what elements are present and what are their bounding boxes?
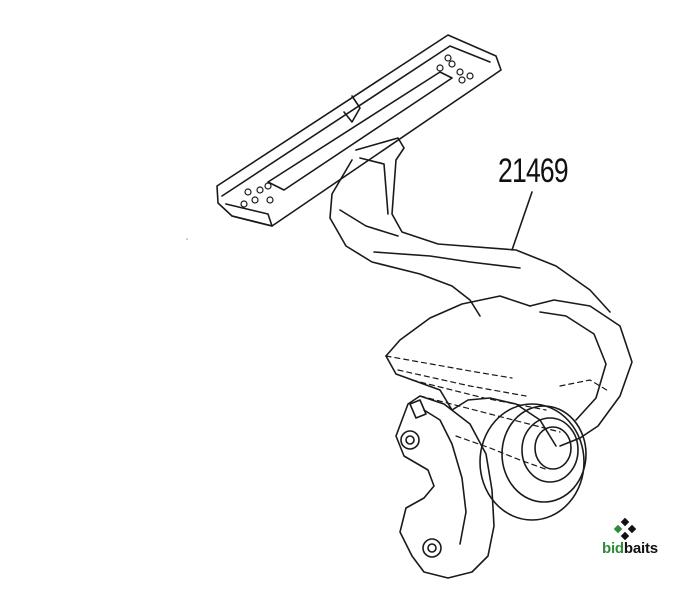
reel-foot-plate [216, 34, 502, 227]
bidbaits-logo-icon [613, 517, 637, 541]
logo-text-bid: bid [602, 540, 624, 557]
bidbaits-logo-text: bidbaits [602, 540, 658, 557]
stray-mark [186, 238, 188, 240]
logo-text-baits: baits [623, 540, 658, 557]
leader-line [511, 191, 533, 251]
reel-body-housing [385, 295, 633, 447]
reel-side-frame [395, 395, 495, 579]
spool-ring-bearing [479, 403, 587, 521]
part-number-label: 21469 [498, 152, 569, 190]
hidden-lines [385, 355, 611, 471]
reel-stem-arm [329, 137, 611, 317]
